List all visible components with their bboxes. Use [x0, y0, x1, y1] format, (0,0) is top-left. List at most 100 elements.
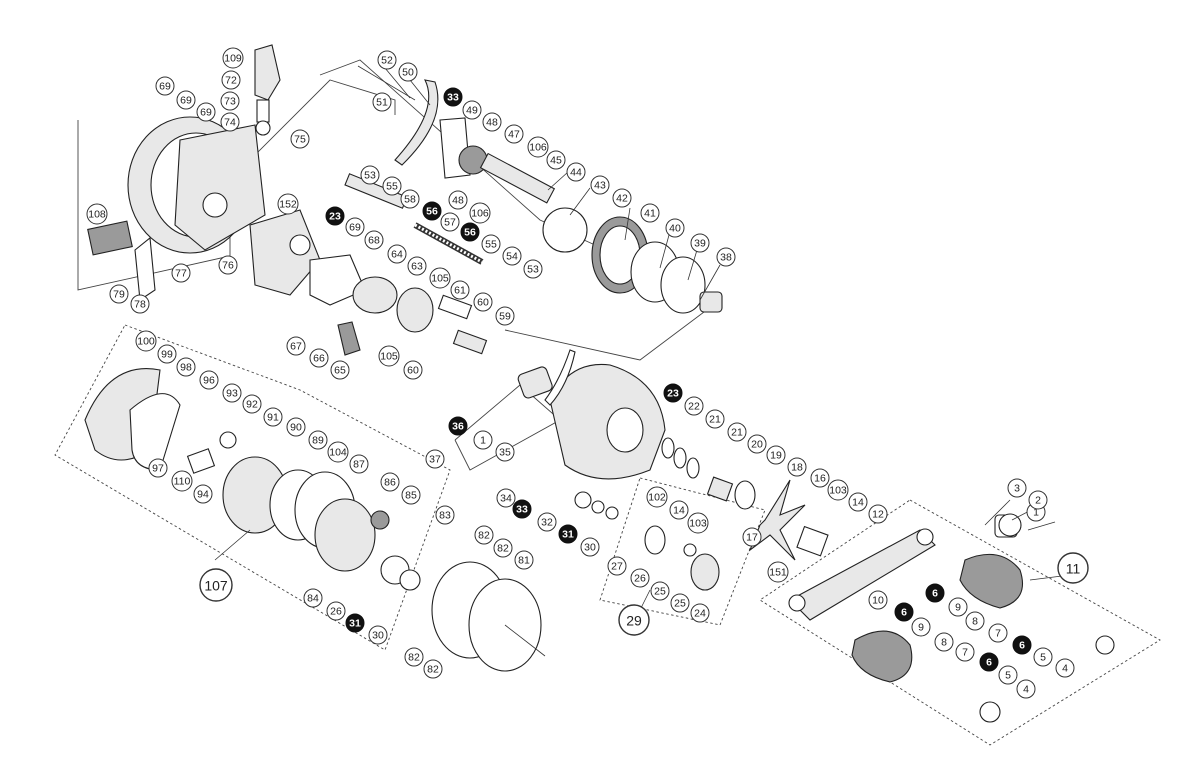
- part-callout-39: 39: [690, 233, 710, 253]
- part-callout-6: 6: [1012, 635, 1032, 655]
- part-number-label: 6: [901, 607, 907, 619]
- part-number-label: 69: [200, 107, 212, 119]
- bearing-38: [699, 291, 723, 313]
- part-number-label: 109: [224, 53, 242, 65]
- part-number-label: 5: [1005, 670, 1011, 682]
- handle-knob-lower: [851, 630, 913, 683]
- part-callout-69: 69: [196, 102, 216, 122]
- part-number-label: 31: [562, 529, 574, 541]
- part-number-label: 32: [541, 517, 553, 529]
- part-number-label: 110: [174, 476, 191, 488]
- part-number-label: 14: [673, 505, 685, 517]
- part-callout-100: 100: [135, 330, 157, 352]
- part-callout-60: 60: [403, 360, 423, 380]
- part-number-label: 83: [439, 510, 451, 522]
- bearing-24: [690, 553, 720, 591]
- part-number-label: 26: [634, 573, 646, 585]
- part-number-label: 14: [852, 497, 864, 509]
- part-number-label: 7: [995, 628, 1001, 640]
- part-callout-56: 56: [460, 222, 480, 242]
- part-callout-25: 25: [670, 593, 690, 613]
- part-number-label: 36: [452, 421, 464, 433]
- part-callout-58: 58: [400, 189, 420, 209]
- star-drag-17: [748, 479, 806, 561]
- part-callout-53: 53: [360, 165, 380, 185]
- part-number-label: 49: [466, 105, 478, 117]
- part-callout-109: 109: [222, 47, 244, 69]
- part-number-label: 73: [224, 96, 236, 108]
- part-callout-49: 49: [462, 100, 482, 120]
- part-number-label: 91: [267, 412, 279, 424]
- part-number-label: 6: [1019, 640, 1025, 652]
- part-callout-66: 66: [309, 348, 329, 368]
- part-number-label: 11: [1066, 561, 1081, 577]
- part-callout-48: 48: [482, 112, 502, 132]
- part-number-label: 23: [329, 211, 341, 223]
- part-callout-105: 105: [378, 345, 400, 367]
- part-callout-30: 30: [368, 625, 388, 645]
- part-number-label: 9: [955, 602, 961, 614]
- part-callout-110: 110: [171, 470, 193, 492]
- part-number-label: 44: [570, 167, 582, 179]
- part-number-label: 51: [376, 97, 388, 109]
- part-number-label: 106: [471, 208, 489, 220]
- part-number-label: 23: [667, 388, 679, 400]
- part-callout-21: 21: [705, 409, 725, 429]
- part-callout-69: 69: [176, 90, 196, 110]
- part-callout-67: 67: [286, 336, 306, 356]
- part-number-label: 24: [694, 608, 706, 620]
- part-number-label: 93: [226, 388, 238, 400]
- part-number-label: 84: [307, 593, 319, 605]
- part-number-label: 75: [294, 134, 306, 146]
- part-number-label: 50: [402, 67, 414, 79]
- part-callout-4: 4: [1016, 679, 1036, 699]
- part-callout-151: 151: [767, 561, 789, 583]
- part-callout-9: 9: [911, 617, 931, 637]
- part-number-label: 97: [152, 463, 164, 475]
- part-callout-72: 72: [221, 70, 241, 90]
- part-callout-9: 9: [948, 597, 968, 617]
- part-number-label: 38: [720, 252, 732, 264]
- part-callout-97: 97: [148, 458, 168, 478]
- part-callout-43: 43: [590, 175, 610, 195]
- part-number-label: 8: [972, 616, 978, 628]
- part-number-label: 99: [161, 349, 173, 361]
- part-callout-45: 45: [546, 150, 566, 170]
- part-number-label: 9: [918, 622, 924, 634]
- part-number-label: 5: [1040, 652, 1046, 664]
- part-callout-85: 85: [401, 485, 421, 505]
- part-number-label: 81: [518, 555, 530, 567]
- part-number-label: 6: [932, 588, 938, 600]
- part-callout-103: 103: [827, 479, 849, 501]
- part-callout-73: 73: [220, 91, 240, 111]
- part-callout-44: 44: [566, 162, 586, 182]
- part-callout-82: 82: [493, 538, 513, 558]
- part-number-label: 27: [611, 561, 623, 573]
- part-callout-19: 19: [766, 445, 786, 465]
- part-callout-106: 106: [527, 136, 549, 158]
- part-number-label: 34: [500, 493, 512, 505]
- part-number-label: 61: [454, 285, 466, 297]
- part-callout-16: 16: [810, 468, 830, 488]
- part-callout-91: 91: [263, 407, 283, 427]
- part-number-label: 74: [224, 117, 236, 129]
- part-callout-98: 98: [176, 357, 196, 377]
- part-callout-8: 8: [934, 632, 954, 652]
- part-callout-60: 60: [473, 292, 493, 312]
- part-callout-56: 56: [422, 201, 442, 221]
- part-callout-55: 55: [481, 234, 501, 254]
- part-callout-26: 26: [630, 568, 650, 588]
- part-number-label: 25: [654, 586, 666, 598]
- part-callout-32: 32: [537, 512, 557, 532]
- part-callout-27: 27: [607, 556, 627, 576]
- part-number-label: 21: [731, 427, 743, 439]
- part-number-label: 19: [770, 450, 782, 462]
- part-callout-41: 41: [640, 203, 660, 223]
- part-number-label: 152: [279, 199, 297, 211]
- part-number-label: 102: [648, 492, 666, 504]
- part-callout-82: 82: [474, 525, 494, 545]
- part-number-label: 48: [486, 117, 498, 129]
- handle-arm-10: [789, 529, 936, 621]
- part-callout-74: 74: [220, 112, 240, 132]
